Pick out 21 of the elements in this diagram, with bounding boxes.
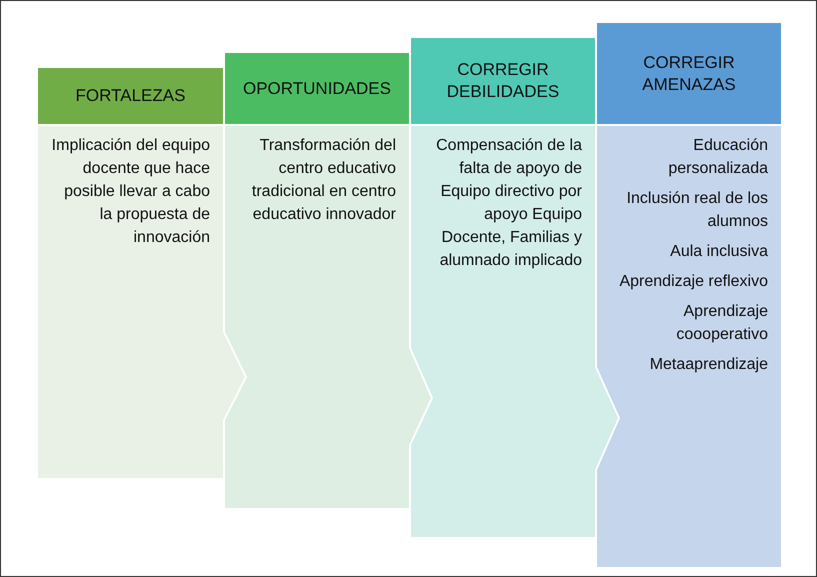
- header-box: [38, 68, 223, 124]
- header-box: [225, 53, 409, 124]
- list-item-text: Aprendizaje coooperativo: [675, 302, 768, 345]
- header-label: OPORTUNIDADES: [243, 78, 391, 100]
- header-label: CORREGIR AMENAZAS: [641, 52, 737, 96]
- panel-text: Implicación del equipo docente que hace posible llevar a cabo la propuesta de innovación: [50, 136, 210, 248]
- header-label: CORREGIR DEBILIDADES: [446, 59, 560, 103]
- panel-text: Transformación del centro educativo tradicional en centro educativo innovador: [250, 136, 396, 225]
- column-panel: [411, 126, 618, 537]
- column-panel: [38, 126, 245, 478]
- list-item-text: Aprendizaje reflexivo: [618, 272, 768, 292]
- column-panel: [225, 126, 431, 508]
- list-item-text: Educación personalizada: [667, 136, 768, 179]
- header-box: [411, 38, 595, 124]
- header-box: [597, 23, 781, 124]
- header-label: FORTALEZAS: [76, 85, 186, 107]
- list-item-text: Aula inclusiva: [669, 242, 768, 262]
- column-panel: [597, 126, 781, 567]
- panel-text: Compensación de la falta de apoyo de Equipo directivo por apoyo Equipo Docente, Familias y alumnado implicado: [435, 136, 582, 271]
- list-item-text: Metaaprendizaje: [648, 355, 768, 375]
- list-item-text: Inclusión real de los alumnos: [626, 189, 768, 232]
